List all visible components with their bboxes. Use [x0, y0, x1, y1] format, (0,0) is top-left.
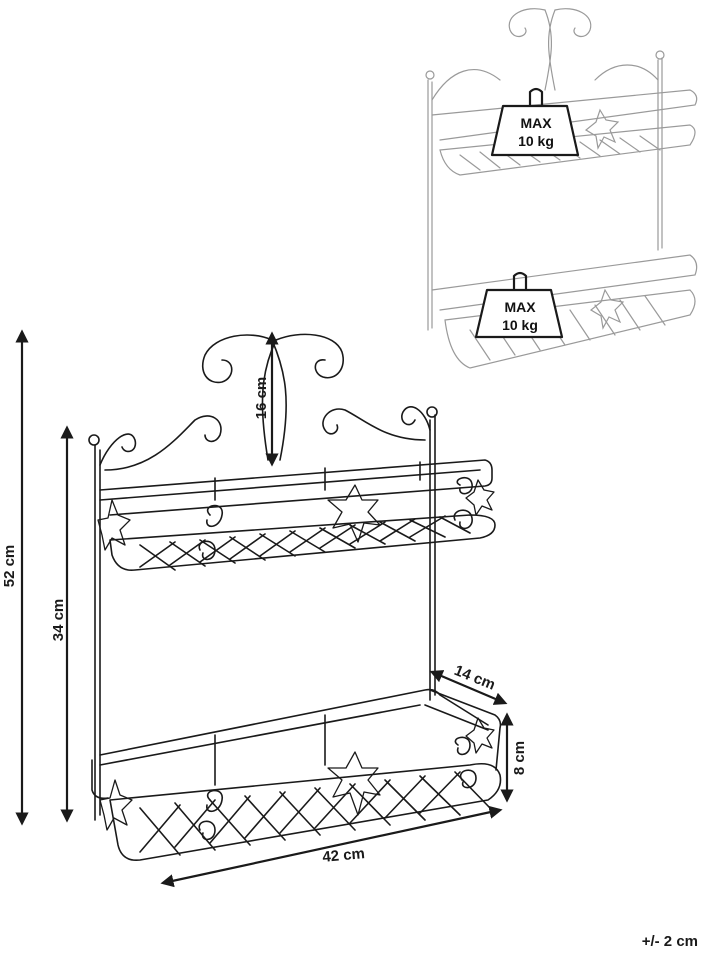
bottom-shelf	[91, 688, 502, 862]
rack-posts	[88, 406, 438, 821]
width-label: 42 cm	[322, 845, 366, 866]
frame-height-label: 34 cm	[50, 599, 67, 642]
top-shelf	[99, 459, 496, 572]
weight-top: MAX 10 kg	[490, 87, 580, 157]
weight-bottom: MAX 10 kg	[474, 271, 564, 339]
tolerance-note: +/- 2 cm	[641, 933, 698, 950]
weight-top-line2: 10 kg	[518, 133, 554, 149]
dimension-lines	[15, 329, 514, 888]
total-height-label: 52 cm	[1, 545, 18, 588]
weight-bottom-line1: MAX	[504, 299, 536, 315]
crest-height-label: 16 cm	[253, 377, 270, 420]
width-arrow	[160, 805, 503, 888]
depth-arrow	[429, 670, 508, 705]
rack-drawing	[88, 333, 502, 862]
shelf-height-label: 8 cm	[511, 741, 528, 775]
weight-bottom-line2: 10 kg	[502, 317, 538, 333]
load-inset-drawing	[425, 8, 698, 369]
weight-top-line1: MAX	[520, 115, 552, 131]
depth-label: 14 cm	[452, 662, 498, 694]
